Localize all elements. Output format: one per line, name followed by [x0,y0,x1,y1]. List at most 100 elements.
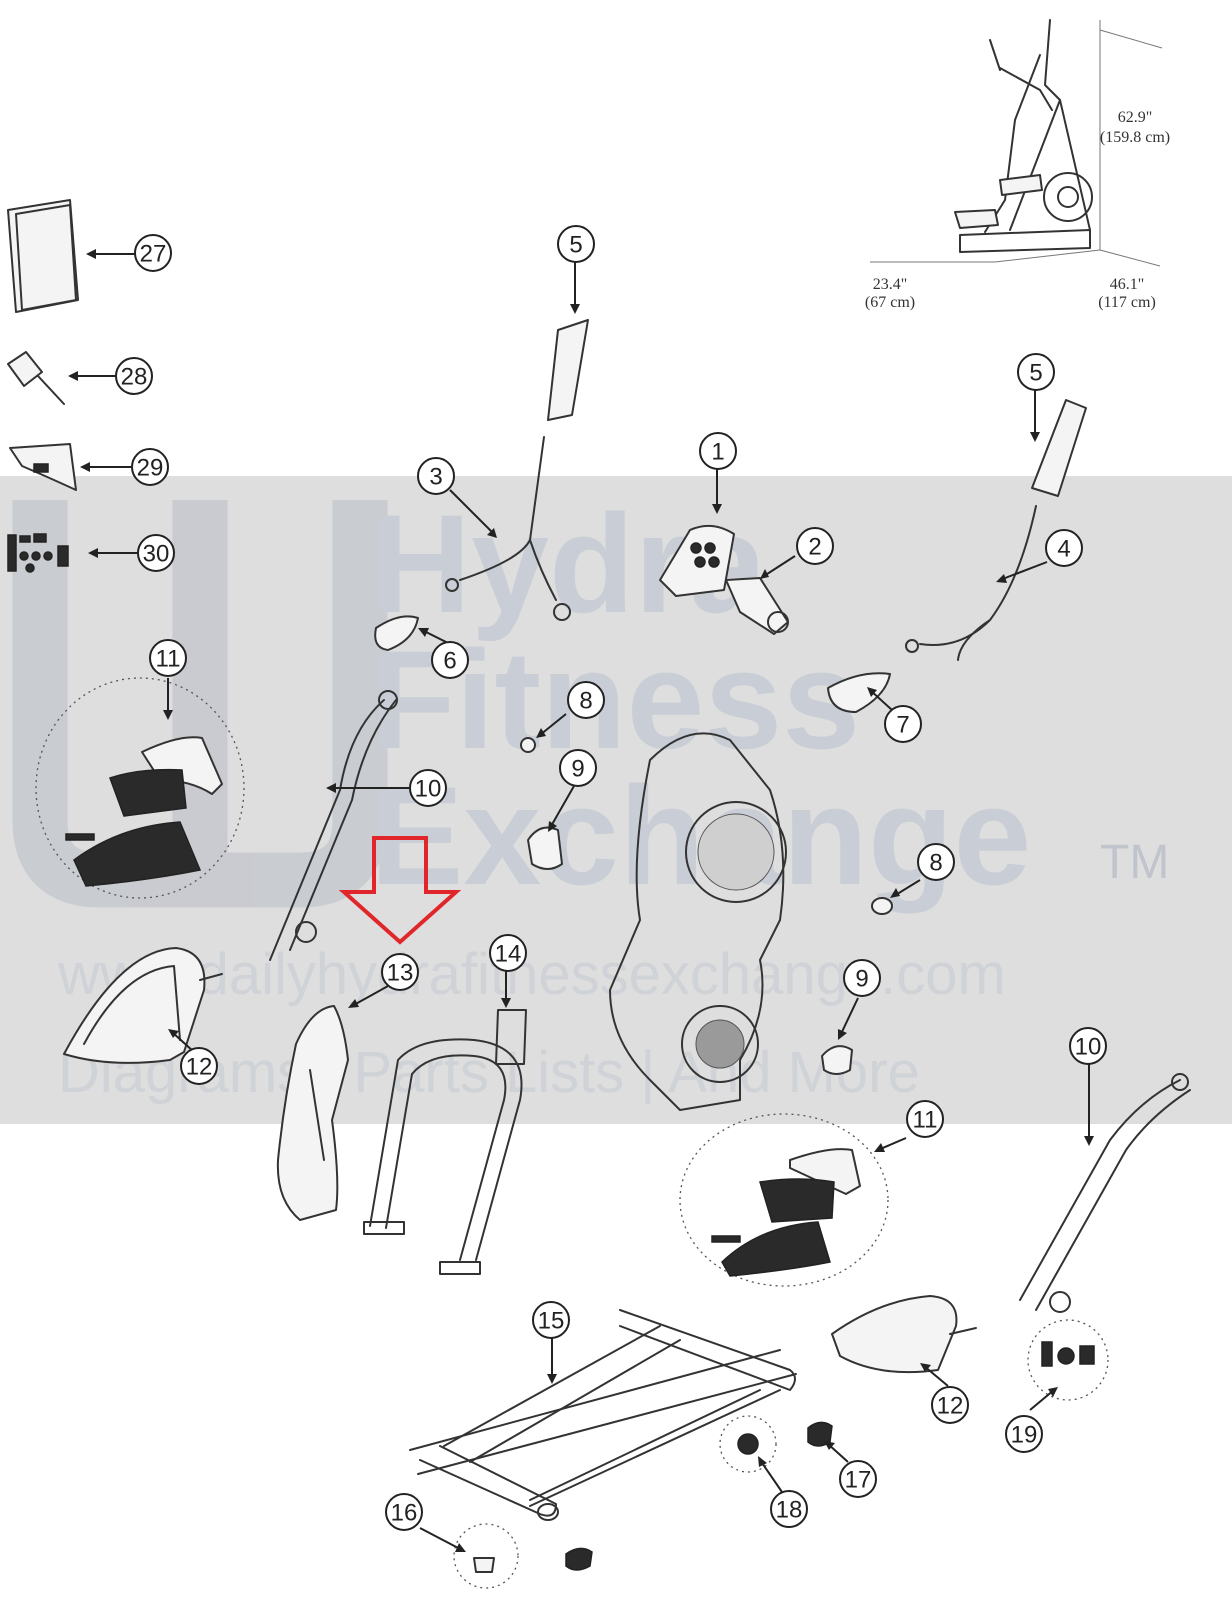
callout-16: 16 [385,1493,423,1531]
svg-text:16: 16 [391,1500,418,1527]
callout-11-left: 11 [149,639,187,677]
svg-text:10: 10 [415,776,442,803]
callout-18: 18 [770,1490,808,1528]
callout-8-left: 8 [567,681,605,719]
callout-30: 30 [137,534,175,572]
highlight-arrow-icon [338,836,462,945]
assembled-machine-illustration [870,19,1163,267]
svg-text:12: 12 [937,1393,964,1420]
callout-5-right: 5 [1017,353,1055,391]
svg-text:5: 5 [569,232,582,259]
callout-15: 15 [532,1301,570,1339]
callout-9-left: 9 [559,749,597,787]
callout-6: 6 [431,641,469,679]
svg-text:17: 17 [845,1467,872,1494]
callout-28: 28 [115,357,153,395]
callout-8-right: 8 [917,843,955,881]
power-adapter-part [7,351,65,405]
callout-4: 4 [1045,529,1083,567]
console-mount-part [725,577,789,635]
callout-10-left: 10 [409,769,447,807]
length-inches: 46.1" [1110,276,1145,293]
svg-text:28: 28 [121,364,148,391]
callout-9-right: 9 [843,959,881,997]
right-pedal-detail-circle [679,1113,889,1287]
bushing-right-part [871,897,893,915]
left-lower-grip-part [374,615,419,651]
callout-17: 17 [839,1460,877,1498]
left-pedal-arm-part [269,699,397,961]
svg-text:27: 27 [140,241,167,268]
right-pedal-arm-part [1019,1079,1191,1311]
width-inches: 23.4" [873,276,908,293]
wheel-part [737,1433,759,1455]
callout-11-right: 11 [906,1100,944,1138]
end-cap-part [565,1547,593,1571]
left-footpad-part [63,947,206,1064]
cap-part [807,1421,833,1447]
watermark-trademark: TM [1100,836,1169,889]
callout-3: 3 [417,457,455,495]
watermark-line3: Exchange [370,757,1031,914]
right-lower-grip-part [827,672,891,713]
svg-text:4: 4 [1057,536,1070,563]
console-part [659,524,735,597]
svg-text:30: 30 [143,541,170,568]
callout-13: 13 [381,953,419,991]
svg-text:5: 5 [1029,360,1042,387]
bushing-left-part [520,737,536,753]
cover-left-part [527,826,563,870]
left-grip-part [547,319,589,421]
shroud-part [276,1005,349,1221]
leader-lines [68,249,1094,1552]
svg-text:3: 3 [429,464,442,491]
right-footpad-part [831,1295,958,1374]
svg-text:29: 29 [137,455,164,482]
callout-29: 29 [131,448,169,486]
height-inches: 62.9" [1118,109,1153,126]
foot-detail-circle [453,1523,519,1589]
roller-detail-circle [1027,1319,1109,1401]
left-upper-arm-part [459,436,557,601]
svg-text:2: 2 [808,534,821,561]
roller-part [1041,1341,1095,1367]
svg-text:12: 12 [186,1054,213,1081]
svg-text:18: 18 [776,1497,803,1524]
leveling-foot-part [473,1557,495,1573]
left-pedal-part [65,736,223,887]
callout-10-right: 10 [1069,1027,1107,1065]
callout-7: 7 [884,705,922,743]
svg-text:9: 9 [571,756,584,783]
callout-19: 19 [1005,1415,1043,1453]
svg-text:7: 7 [896,712,909,739]
height-cm: (159.8 cm) [1100,129,1170,146]
callout-2: 2 [796,527,834,565]
svg-text:13: 13 [387,960,414,987]
svg-text:9: 9 [855,966,868,993]
svg-text:19: 19 [1011,1422,1038,1449]
svg-text:8: 8 [579,688,592,715]
upright-frame-part [363,1009,527,1275]
svg-text:1: 1 [711,439,724,466]
callout-12-left: 12 [180,1047,218,1085]
svg-text:11: 11 [156,646,181,673]
callout-27: 27 [134,234,172,272]
svg-text:6: 6 [443,648,456,675]
svg-text:10: 10 [1075,1034,1102,1061]
hardware-kit-part [7,533,69,573]
svg-text:11: 11 [913,1107,938,1134]
right-grip-part [1031,399,1087,497]
svg-text:15: 15 [538,1308,565,1335]
svg-text:14: 14 [495,941,522,968]
length-cm: (117 cm) [1098,294,1156,311]
right-upper-arm-part [919,505,1037,661]
base-frame-part [409,1309,797,1521]
manual-part [7,199,79,313]
main-frame-part [609,732,787,1111]
callout-14: 14 [489,934,527,972]
callout-5-left: 5 [557,225,595,263]
wheel-detail-circle [719,1415,777,1473]
tray-part [9,443,77,491]
